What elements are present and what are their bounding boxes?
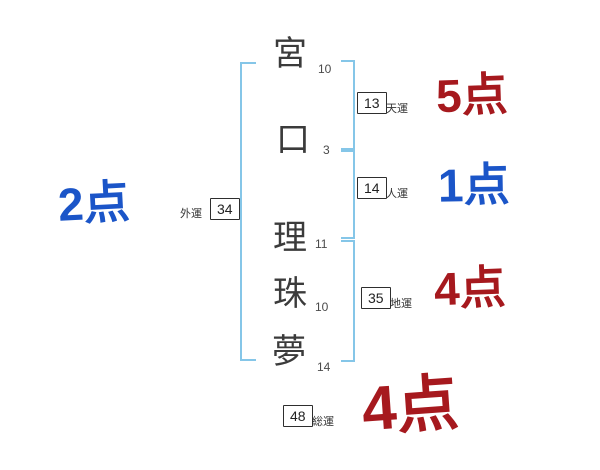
name-character-4: 珠 bbox=[273, 276, 307, 313]
outer-luck-score: 2点 bbox=[56, 175, 131, 231]
person-luck-score: 1点 bbox=[437, 158, 511, 212]
stroke-count-3: 11 bbox=[315, 237, 328, 251]
outer-luck-bracket bbox=[240, 62, 256, 361]
heaven-luck-score: 5点 bbox=[435, 67, 509, 123]
outer-luck-label: 外運 bbox=[180, 208, 202, 220]
name-character-3: 理 bbox=[273, 220, 307, 257]
name-character-1: 宮 bbox=[273, 36, 307, 73]
person-luck-value: 14 bbox=[357, 177, 387, 199]
person-luck-bracket bbox=[341, 150, 355, 239]
total-luck-label: 総運 bbox=[312, 416, 334, 428]
stroke-count-1: 10 bbox=[318, 62, 332, 76]
earth-luck-bracket bbox=[341, 240, 355, 362]
name-character-5: 夢 bbox=[272, 334, 306, 371]
heaven-luck-value: 13 bbox=[357, 92, 387, 114]
stroke-count-4: 10 bbox=[315, 300, 329, 314]
stroke-count-5: 14 bbox=[317, 360, 331, 374]
heaven-luck-bracket bbox=[341, 60, 355, 150]
earth-luck-label: 地運 bbox=[390, 298, 412, 310]
person-luck-label: 人運 bbox=[386, 188, 408, 200]
outer-luck-value: 34 bbox=[210, 198, 240, 220]
total-luck-score: 4点 bbox=[359, 368, 461, 445]
total-luck-value: 48 bbox=[283, 405, 313, 427]
earth-luck-score: 4点 bbox=[433, 260, 507, 316]
name-character-2: 口 bbox=[276, 122, 310, 159]
stroke-count-2: 3 bbox=[323, 143, 330, 157]
heaven-luck-label: 天運 bbox=[386, 103, 408, 115]
earth-luck-value: 35 bbox=[361, 287, 391, 309]
